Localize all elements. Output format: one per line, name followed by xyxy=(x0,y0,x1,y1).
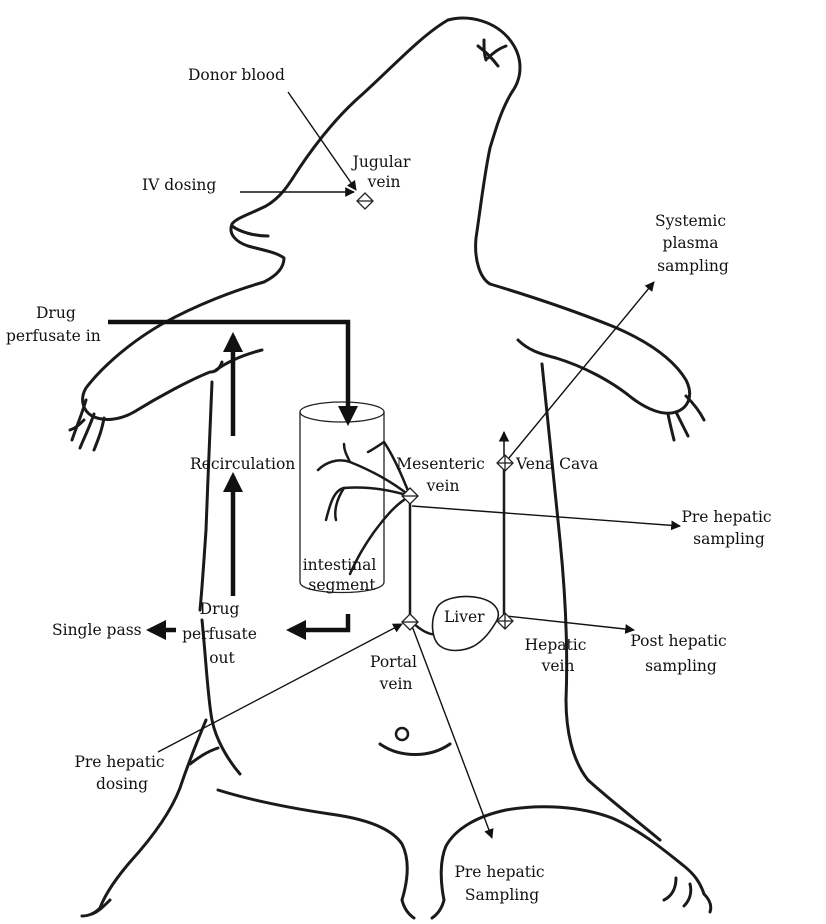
rat-right-foot xyxy=(664,878,711,912)
rat-right-arm-outline xyxy=(490,284,690,413)
iv-dosing-label: IV dosing xyxy=(142,176,216,194)
systemic-sampling-label: Systemic plasma sampling xyxy=(655,212,731,275)
pre-hepatic-sampling-bottom-arrow xyxy=(412,626,492,838)
rat-mouth xyxy=(232,226,268,236)
pre-hepatic-sampling-bottom-label: Pre hepatic Sampling xyxy=(454,863,549,904)
donor-blood-arrow xyxy=(288,92,356,190)
post-hepatic-sampling-arrow xyxy=(506,616,634,630)
rat-head-left-outline xyxy=(231,20,448,282)
systemic-sampling-arrow xyxy=(504,282,654,464)
perfusate-out-arrow xyxy=(290,614,348,630)
rat-belly-curve xyxy=(380,744,450,755)
rat-tail xyxy=(402,900,444,918)
donor-blood-label: Donor blood xyxy=(188,66,285,84)
portal-vein-label: Portal vein xyxy=(370,653,422,693)
portal-port-icon xyxy=(402,614,418,630)
liver-label: Liver xyxy=(444,608,485,626)
diagram-labels: Donor blood Jugular vein IV dosing Syste… xyxy=(6,66,777,904)
post-hepatic-sampling-label: Post hepatic sampling xyxy=(630,632,731,675)
pre-hepatic-dosing-arrow xyxy=(158,624,402,752)
pre-hepatic-sampling-right-arrow xyxy=(412,506,680,526)
intestinal-segment-label: intestinal segment xyxy=(303,556,382,594)
drug-perfusate-out-label: Drug perfusate out xyxy=(182,600,262,667)
rat-left-foot xyxy=(82,900,110,916)
hepatic-vein-label: Hepatic vein xyxy=(525,636,592,675)
jugular-port-icon xyxy=(357,193,373,209)
pre-hepatic-sampling-right-label: Pre hepatic sampling xyxy=(681,508,776,548)
rat-hindlegs xyxy=(218,790,704,900)
rat-left-arm-outline xyxy=(83,282,264,419)
vena-cava-port-icon xyxy=(497,455,513,471)
rat-lower-right-body xyxy=(588,780,660,840)
jugular-vein-label: Jugular vein xyxy=(351,153,416,191)
rat-ear xyxy=(478,40,506,66)
pre-hepatic-dosing-label: Pre hepatic dosing xyxy=(74,753,169,793)
rat-navel xyxy=(396,728,408,740)
vena-cava-label: Vena Cava xyxy=(515,455,598,473)
drug-perfusate-in-label: Drug perfusate in xyxy=(6,304,101,345)
hepatic-port-icon xyxy=(497,613,513,629)
rat-left-paw xyxy=(70,400,104,450)
single-pass-label: Single pass xyxy=(52,621,142,639)
recirculation-label: Recirculation xyxy=(190,455,295,473)
rat-right-body-side xyxy=(542,364,588,780)
